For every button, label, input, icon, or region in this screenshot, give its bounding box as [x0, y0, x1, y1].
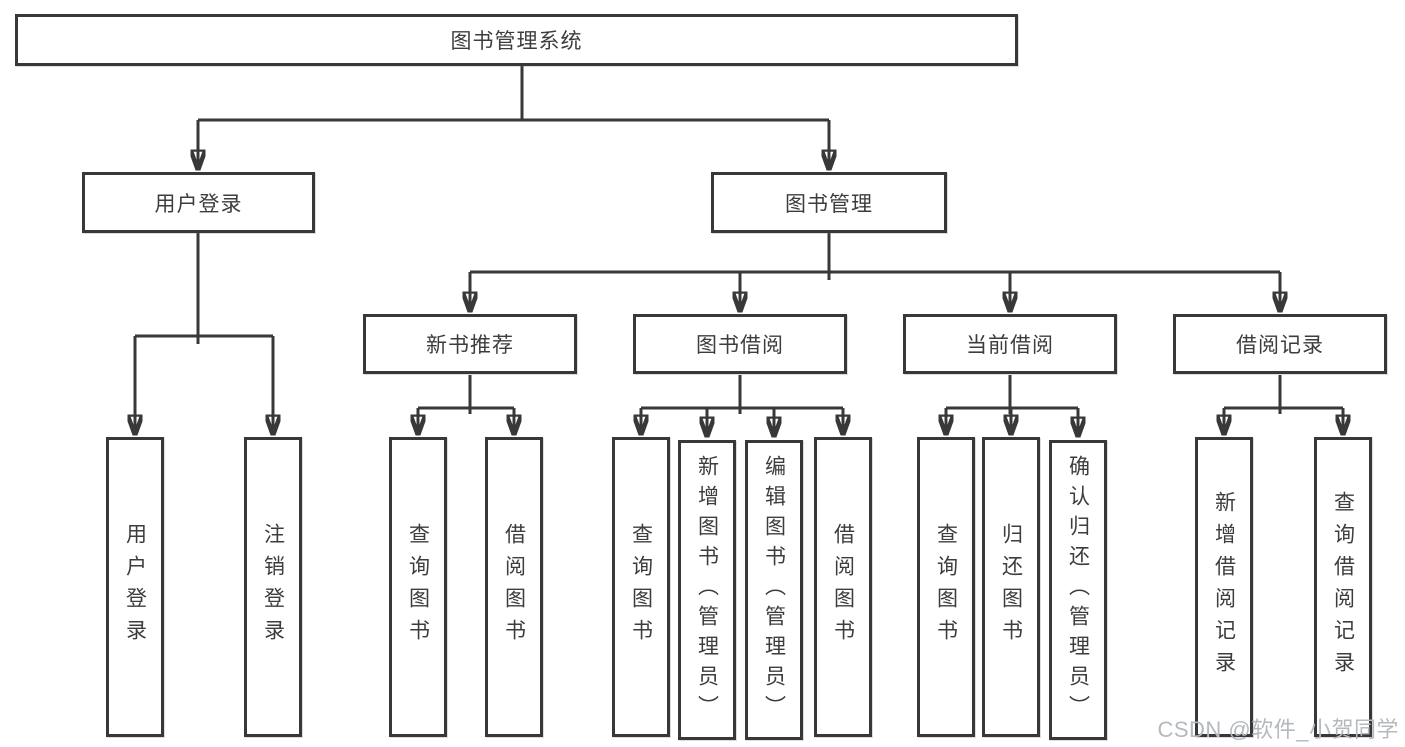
leaf-query-books-2: 查询图书 — [612, 437, 670, 737]
node-label: 借阅图书 — [502, 523, 526, 651]
node-user-login: 用户登录 — [82, 172, 315, 233]
node-label: 新书推荐 — [426, 334, 514, 357]
leaf-logout: 注销登录 — [244, 437, 302, 737]
node-label: 用户登录 — [123, 523, 147, 651]
node-label: 查询借阅记录 — [1331, 491, 1355, 683]
node-label: 图书管理系统 — [450, 30, 583, 53]
leaf-edit-book-admin: 编辑图书（管理员） — [745, 440, 803, 740]
leaf-query-books-3: 查询图书 — [917, 437, 975, 737]
node-book-management: 图书管理 — [711, 172, 947, 233]
leaf-return-books: 归还图书 — [982, 437, 1040, 737]
node-label: 借阅图书 — [831, 523, 855, 651]
node-label: 编辑图书（管理员） — [762, 455, 786, 725]
node-label: 确认归还（管理员） — [1066, 455, 1090, 725]
leaf-add-borrow-record: 新增借阅记录 — [1195, 437, 1253, 737]
node-label: 新增借阅记录 — [1212, 491, 1236, 683]
leaf-borrow-books-2: 借阅图书 — [814, 437, 872, 737]
leaf-borrow-books-1: 借阅图书 — [485, 437, 543, 737]
node-library-system: 图书管理系统 — [15, 14, 1018, 66]
node-label: 借阅记录 — [1236, 334, 1324, 357]
node-label: 归还图书 — [999, 523, 1023, 651]
leaf-confirm-return-admin: 确认归还（管理员） — [1049, 440, 1107, 740]
leaf-query-borrow-record: 查询借阅记录 — [1314, 437, 1372, 737]
node-label: 图书借阅 — [696, 334, 784, 357]
csdn-watermark: CSDN @软件_小贺同学 — [1157, 717, 1399, 742]
node-current-borrowing: 当前借阅 — [903, 314, 1117, 374]
node-label: 当前借阅 — [966, 334, 1054, 357]
node-label: 用户登录 — [154, 192, 243, 216]
node-label: 查询图书 — [406, 523, 430, 651]
node-label: 查询图书 — [934, 523, 958, 651]
node-borrowing-records: 借阅记录 — [1173, 314, 1387, 374]
node-label: 图书管理 — [785, 192, 873, 216]
node-label: 查询图书 — [629, 523, 653, 651]
node-label: 注销登录 — [261, 523, 285, 651]
leaf-query-books-1: 查询图书 — [389, 437, 447, 737]
node-label: 新增图书（管理员） — [695, 455, 719, 725]
node-book-borrowing: 图书借阅 — [633, 314, 847, 374]
leaf-user-login: 用户登录 — [106, 437, 164, 737]
node-new-book-recommend: 新书推荐 — [363, 314, 577, 374]
leaf-add-book-admin: 新增图书（管理员） — [678, 440, 736, 740]
